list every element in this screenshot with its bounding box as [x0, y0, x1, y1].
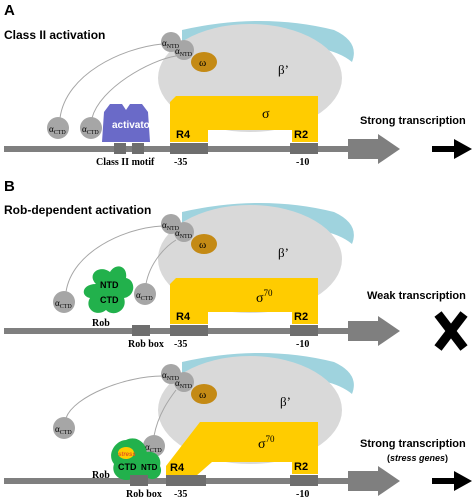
alpha-ntd-label-a-2: αNTD — [175, 46, 193, 58]
alpha-linker-b1-2 — [145, 239, 177, 285]
panel-a-letter: A — [4, 2, 15, 19]
minus10-box-a — [290, 143, 318, 154]
rob-label-b2: Rob — [92, 470, 110, 481]
rob-ntd-label-b1: NTD — [100, 280, 119, 290]
strong-transcription-arrow-a — [432, 139, 472, 159]
alpha-ctd-label-a-2: αCTD — [82, 124, 99, 136]
rob-box-label-b2: Rob box — [126, 489, 162, 499]
strong-transcription-arrow-b — [432, 471, 472, 491]
r4-label-a: R4 — [176, 129, 191, 141]
rob-ntd-label-b2: NTD — [141, 463, 158, 472]
rob-label-b1: Rob — [92, 318, 110, 329]
minus35-box-b2 — [166, 475, 206, 486]
minus10-label-a: -10 — [296, 157, 309, 168]
alpha-ntd-label-b1-2: αNTD — [175, 228, 193, 240]
strong-transcription-label-a: Strong transcription — [360, 115, 466, 127]
panel-b: B Rob-dependent activation β β’ ω σ70 R4… — [4, 178, 472, 499]
alpha-ctd-a-1 — [47, 117, 69, 139]
alpha-ctd-label-b2-1: αCTD — [55, 424, 72, 436]
alpha-linker-a-1 — [59, 43, 163, 119]
rob-ctd-label-b1: CTD — [100, 295, 119, 305]
omega-label-a: ω — [199, 57, 206, 69]
omega-subunit-b2 — [191, 384, 217, 404]
alpha-ctd-label-b1-1: αCTD — [55, 298, 72, 310]
omega-subunit-b1 — [191, 234, 217, 254]
panel-a-title: Class II activation — [4, 28, 105, 42]
class-ii-motif-label: Class II motif — [96, 157, 155, 168]
stress-genes-label: (stress genes) — [387, 453, 448, 463]
rob-ctd-label-b2: CTD — [118, 462, 137, 472]
r2-label-b2: R2 — [294, 461, 308, 473]
alpha-ctd-b2-2 — [143, 435, 165, 457]
panel-b-weak: β β’ ω σ70 R4 R2 αNTD αNTD αCTD αCTD NTD… — [4, 203, 468, 351]
transcription-arrow-b1 — [348, 316, 400, 346]
rob-ntd-domain-b2 — [138, 451, 162, 480]
alpha-ctd-b1-1 — [53, 291, 75, 313]
r2-label-a: R2 — [294, 129, 308, 141]
alpha-ctd-b1-2 — [134, 283, 156, 305]
alpha-ctd-label-b1-2: αCTD — [136, 290, 153, 302]
weak-transcription-label: Weak transcription — [367, 290, 466, 302]
alpha-linker-b2-2 — [153, 389, 177, 437]
sigma70-label-b1: σ70 — [256, 288, 273, 306]
beta-prime-label-b2: β’ — [280, 394, 291, 409]
rob-box-label-b1: Rob box — [128, 339, 164, 350]
stress-signal-icon — [118, 447, 134, 459]
beta-prime-label-b1: β’ — [278, 245, 289, 260]
panel-b-letter: B — [4, 178, 15, 195]
minus35-label-a: -35 — [174, 157, 187, 168]
alpha-linker-a-2 — [91, 55, 177, 119]
activator-label: activator — [112, 120, 154, 131]
alpha-ntd-label-b2-2: αNTD — [175, 378, 193, 390]
activator-protein — [102, 104, 150, 142]
minus35-label-b2: -35 — [174, 489, 187, 499]
alpha-ctd-b2-1 — [53, 417, 75, 439]
alpha-ntd-label-b1-1: αNTD — [162, 220, 180, 232]
stress-signal-label: stress — [118, 452, 136, 458]
minus10-box-b1 — [290, 325, 318, 336]
alpha-ctd-a-2 — [80, 117, 102, 139]
transcription-arrow-a — [348, 134, 400, 164]
transcription-arrow-b2 — [348, 466, 400, 496]
alpha-ctd-label-a-1: αCTD — [49, 124, 66, 136]
minus35-label-b1: -35 — [174, 339, 187, 350]
omega-label-b1: ω — [199, 239, 206, 251]
panel-b-strong: β β’ ω σ70 R4 R2 αNTD αNTD αCTD αCTD — [4, 353, 472, 499]
class-ii-motif-box-a-1 — [114, 143, 126, 154]
minus10-label-b1: -10 — [296, 339, 309, 350]
alpha-ntd-circle-b1-2 — [174, 222, 194, 242]
class-ii-motif-box-a-2 — [132, 143, 144, 154]
alpha-linker-b1-1 — [65, 225, 163, 293]
beta-prime-label-a: β’ — [278, 62, 289, 77]
rob-box-b1 — [132, 325, 150, 336]
rob-protein-b1 — [83, 266, 134, 314]
weak-transcription-x-icon — [434, 311, 468, 351]
alpha-ctd-label-b2-2: αCTD — [145, 442, 162, 454]
sigma70-label-b2: σ70 — [258, 434, 275, 452]
minus35-box-a — [170, 143, 208, 154]
alpha-linker-b2-1 — [65, 375, 163, 419]
r4-label-b1: R4 — [176, 311, 191, 323]
strong-transcription-label-b: Strong transcription — [360, 438, 466, 450]
sigma-factor-a — [170, 96, 318, 142]
sigma-label-a: σ — [262, 107, 270, 122]
rob-box-b2 — [130, 475, 148, 486]
omega-subunit-a — [191, 52, 217, 72]
omega-label-b2: ω — [199, 389, 206, 401]
minus10-box-b2 — [290, 475, 318, 486]
minus35-box-b1 — [170, 325, 208, 336]
sigma-factor-b1 — [170, 278, 318, 324]
alpha-ntd-circle-b2-2 — [174, 372, 194, 392]
r2-label-b1: R2 — [294, 311, 308, 323]
sigma-factor-b2 — [166, 422, 318, 476]
panel-a: A Class II activation β β’ ω σ R4 R2 αNT… — [4, 2, 472, 168]
r4-label-b2: R4 — [170, 462, 185, 474]
alpha-ntd-label-b2-1: αNTD — [162, 370, 180, 382]
minus10-label-b2: -10 — [296, 489, 309, 499]
alpha-ntd-circle-a-2 — [174, 40, 194, 60]
alpha-ntd-label-a-1: αNTD — [162, 38, 180, 50]
panel-b-title: Rob-dependent activation — [4, 203, 151, 217]
